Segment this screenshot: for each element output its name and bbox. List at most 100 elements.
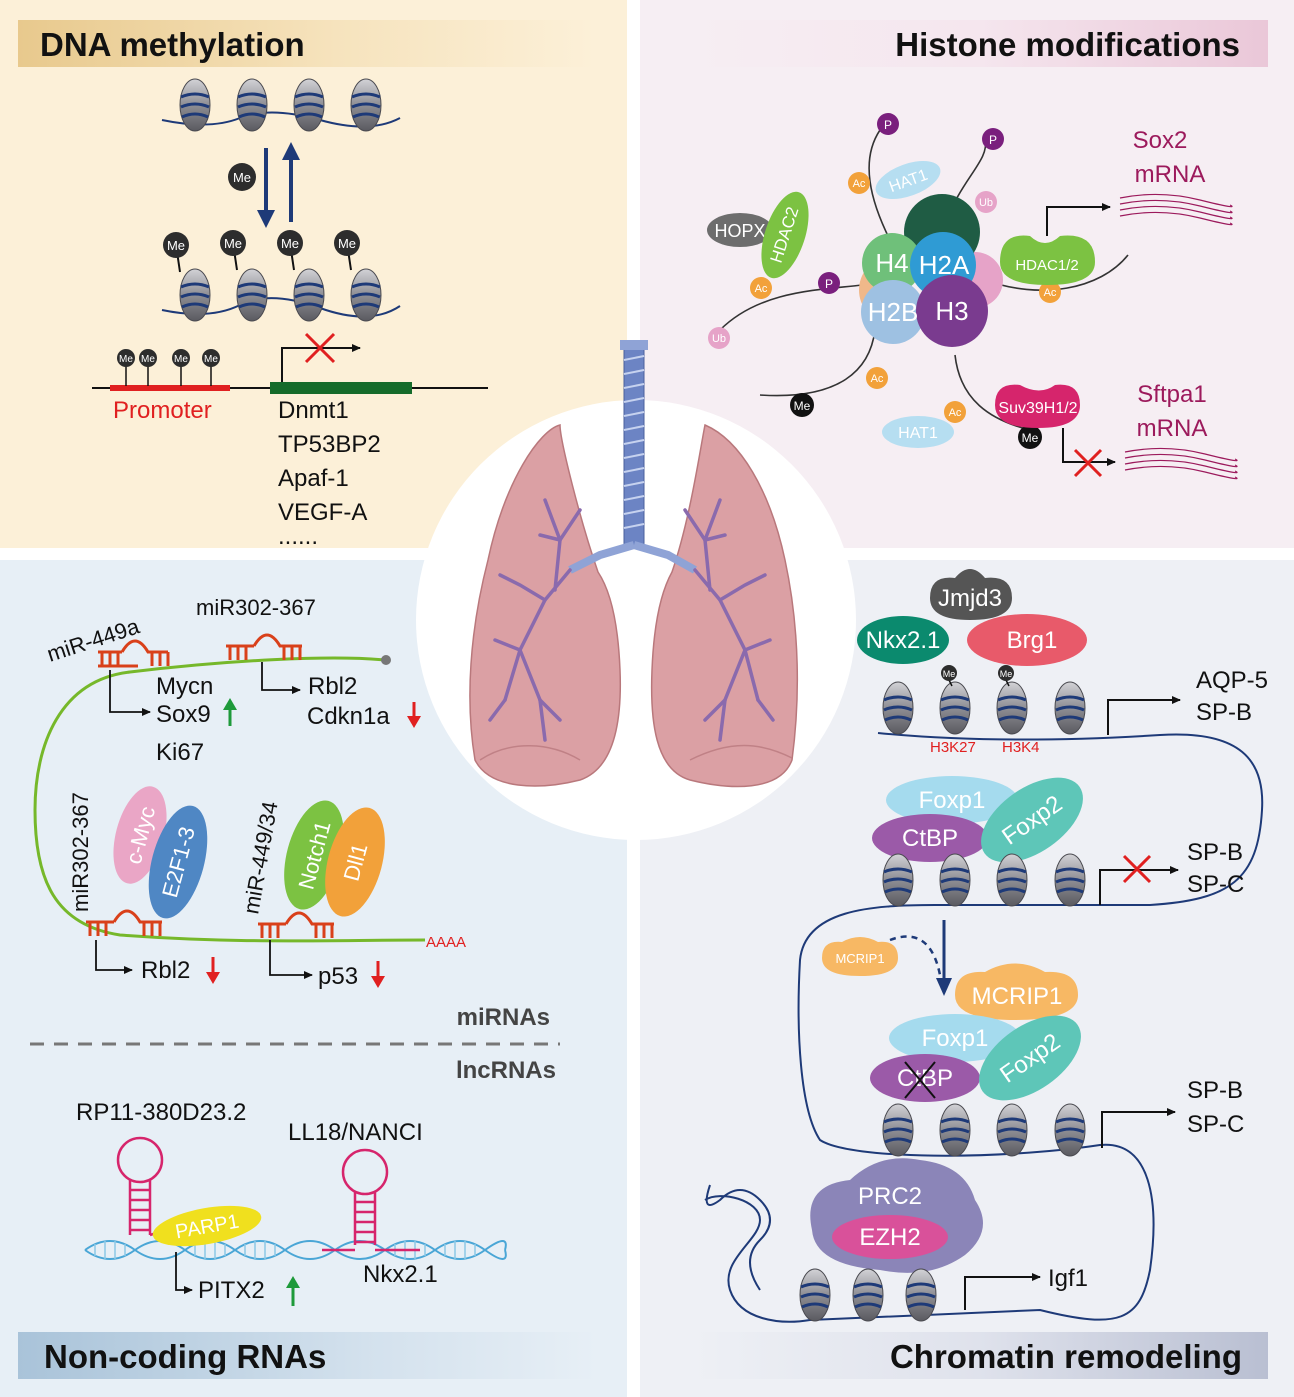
nucleosome <box>995 1102 1029 1158</box>
acetyl-mark: Ac <box>949 407 962 419</box>
target-gene: PITX2 <box>198 1277 265 1304</box>
mrna-squiggle-icon <box>1119 193 1233 226</box>
hdac12-label: HDAC1/2 <box>1015 257 1078 274</box>
histone-modifications-panel: H4 H2A H2B H3 P P P Ac Ac Ac Ac Ac Ub Ub… <box>707 113 1238 480</box>
target-gene: p53 <box>318 963 358 990</box>
mcrip1-translocation-arrow <box>889 935 942 976</box>
histone-title: Histone modifications <box>895 26 1240 63</box>
gene-list-item: VEGF-A <box>278 499 367 526</box>
rp11-label: RP11-380D23.2 <box>76 1099 246 1126</box>
histone-title-bar <box>690 20 1268 67</box>
sftpa1-label: Sftpa1 <box>1137 381 1206 408</box>
e2f13-protein <box>148 805 208 919</box>
hdac2-protein <box>761 191 809 279</box>
blocked-cross-icon <box>1073 448 1103 478</box>
mcrip1-small-label: MCRIP1 <box>835 951 884 966</box>
jmjd3-protein <box>930 569 1012 620</box>
mirna-hairpin <box>86 909 162 936</box>
chromatin-fiber <box>704 732 1264 1323</box>
lncrnas-section-label: lncRNAs <box>456 1057 556 1084</box>
ctbp-dissociated-cross-icon <box>904 1061 936 1099</box>
target-gene: SP-B <box>1187 839 1243 866</box>
bronchial-tree <box>488 498 775 742</box>
ezh2-protein <box>832 1215 948 1259</box>
promoter-me-marks <box>117 349 220 386</box>
promoter-label: Promoter <box>113 397 212 424</box>
ubiquitin-mark: Ub <box>979 197 993 209</box>
prc2-label: PRC2 <box>858 1183 922 1210</box>
mcrip1-small-protein <box>822 937 898 976</box>
chromatin-remodeling-panel: Jmjd3 Nkx2.1 Brg1 Me Me H3K27 H3K4 AQP-5… <box>704 569 1268 1323</box>
target-gene: SP-C <box>1187 871 1244 898</box>
nucleosome <box>1053 680 1087 736</box>
nucleosome <box>1053 1102 1087 1158</box>
target-gene: AQP-5 <box>1196 667 1268 694</box>
gene-list-item: ...... <box>278 523 318 550</box>
histone-h2a-label: H2A <box>919 250 970 280</box>
nucleosome <box>881 1102 915 1158</box>
nucleosome <box>292 77 326 133</box>
ctbp-protein <box>872 814 988 862</box>
mirna-hairpin <box>226 633 302 660</box>
chromatin-title: Chromatin remodeling <box>890 1338 1242 1375</box>
me-label: Me <box>338 236 356 251</box>
target-gene: Ki67 <box>156 739 204 766</box>
dll1-protein <box>325 807 385 917</box>
blocked-cross-icon <box>1122 854 1152 884</box>
mirnas-section-label: miRNAs <box>457 1004 550 1031</box>
ctbp-label: CtBP <box>897 1065 953 1092</box>
mcrip1-big-label: MCRIP1 <box>972 983 1063 1010</box>
sox2-label: Sox2 <box>1133 127 1188 154</box>
nucleosome <box>235 267 269 323</box>
hopx-protein <box>707 213 773 247</box>
target-gene: SP-B <box>1187 1077 1243 1104</box>
mrna-strand <box>33 656 426 943</box>
mirna-hairpin <box>98 639 170 668</box>
acetyl-mark: Ac <box>853 178 866 190</box>
mir302-top-label: miR302-367 <box>196 595 316 620</box>
acetyl-mark: Ac <box>1044 287 1057 299</box>
nucleosome <box>349 77 383 133</box>
suv39h-protein <box>995 384 1080 428</box>
dna-methylation-panel: Me Me Me Me Me Me Me Me Me <box>92 77 488 550</box>
acetyl-mark: Ac <box>871 373 884 385</box>
mir302-side-label: miR302-367 <box>68 792 93 912</box>
phospho-mark: P <box>825 277 833 291</box>
histone-h2b <box>861 280 925 344</box>
ctbp-label: CtBP <box>902 825 958 852</box>
lncrna-stemloop <box>322 1148 420 1252</box>
polya-tail-label: AAAA <box>426 934 466 951</box>
target-gene: SP-C <box>1187 1111 1244 1138</box>
histone-h3-label: H3 <box>935 296 968 326</box>
sftpa1-transcription-arrow <box>1062 428 1116 466</box>
histone-h4 <box>862 233 922 293</box>
chromatin-tail <box>705 1184 771 1291</box>
mrna-squiggle-icon <box>1124 447 1238 480</box>
hdac12-protein <box>1000 235 1095 285</box>
nucleosome <box>904 1267 938 1323</box>
target-gene: Igf1 <box>1048 1265 1088 1292</box>
nucleosome <box>349 267 383 323</box>
foxp2-protein <box>979 1015 1081 1101</box>
methyl-marks <box>163 230 360 273</box>
mirna-hairpin <box>258 911 334 938</box>
ezh2-label: EZH2 <box>859 1224 920 1251</box>
h3k4-label: H3K4 <box>1002 739 1040 756</box>
down-arrow-icon <box>407 702 421 728</box>
ubiquitin-mark: Ub <box>712 333 726 345</box>
me-label: Me <box>224 236 242 251</box>
histone-h4-label: H4 <box>875 248 908 278</box>
me-label: Me <box>174 354 188 365</box>
target-gene: Mycn <box>156 673 213 700</box>
down-arrow-icon <box>371 961 385 988</box>
me-label: Me <box>204 354 218 365</box>
methyl-mark: Me <box>1022 431 1039 445</box>
target-gene: Nkx2.1 <box>363 1261 438 1288</box>
ncrna-title: Non-coding RNAs <box>44 1338 326 1375</box>
ll18-label: LL18/NANCI <box>288 1119 423 1146</box>
parp1-protein <box>152 1205 262 1247</box>
me-label: Me <box>119 354 133 365</box>
foxp1-protein <box>886 776 1018 824</box>
blocked-cross-icon <box>304 332 336 364</box>
me-label: Me <box>281 236 299 251</box>
